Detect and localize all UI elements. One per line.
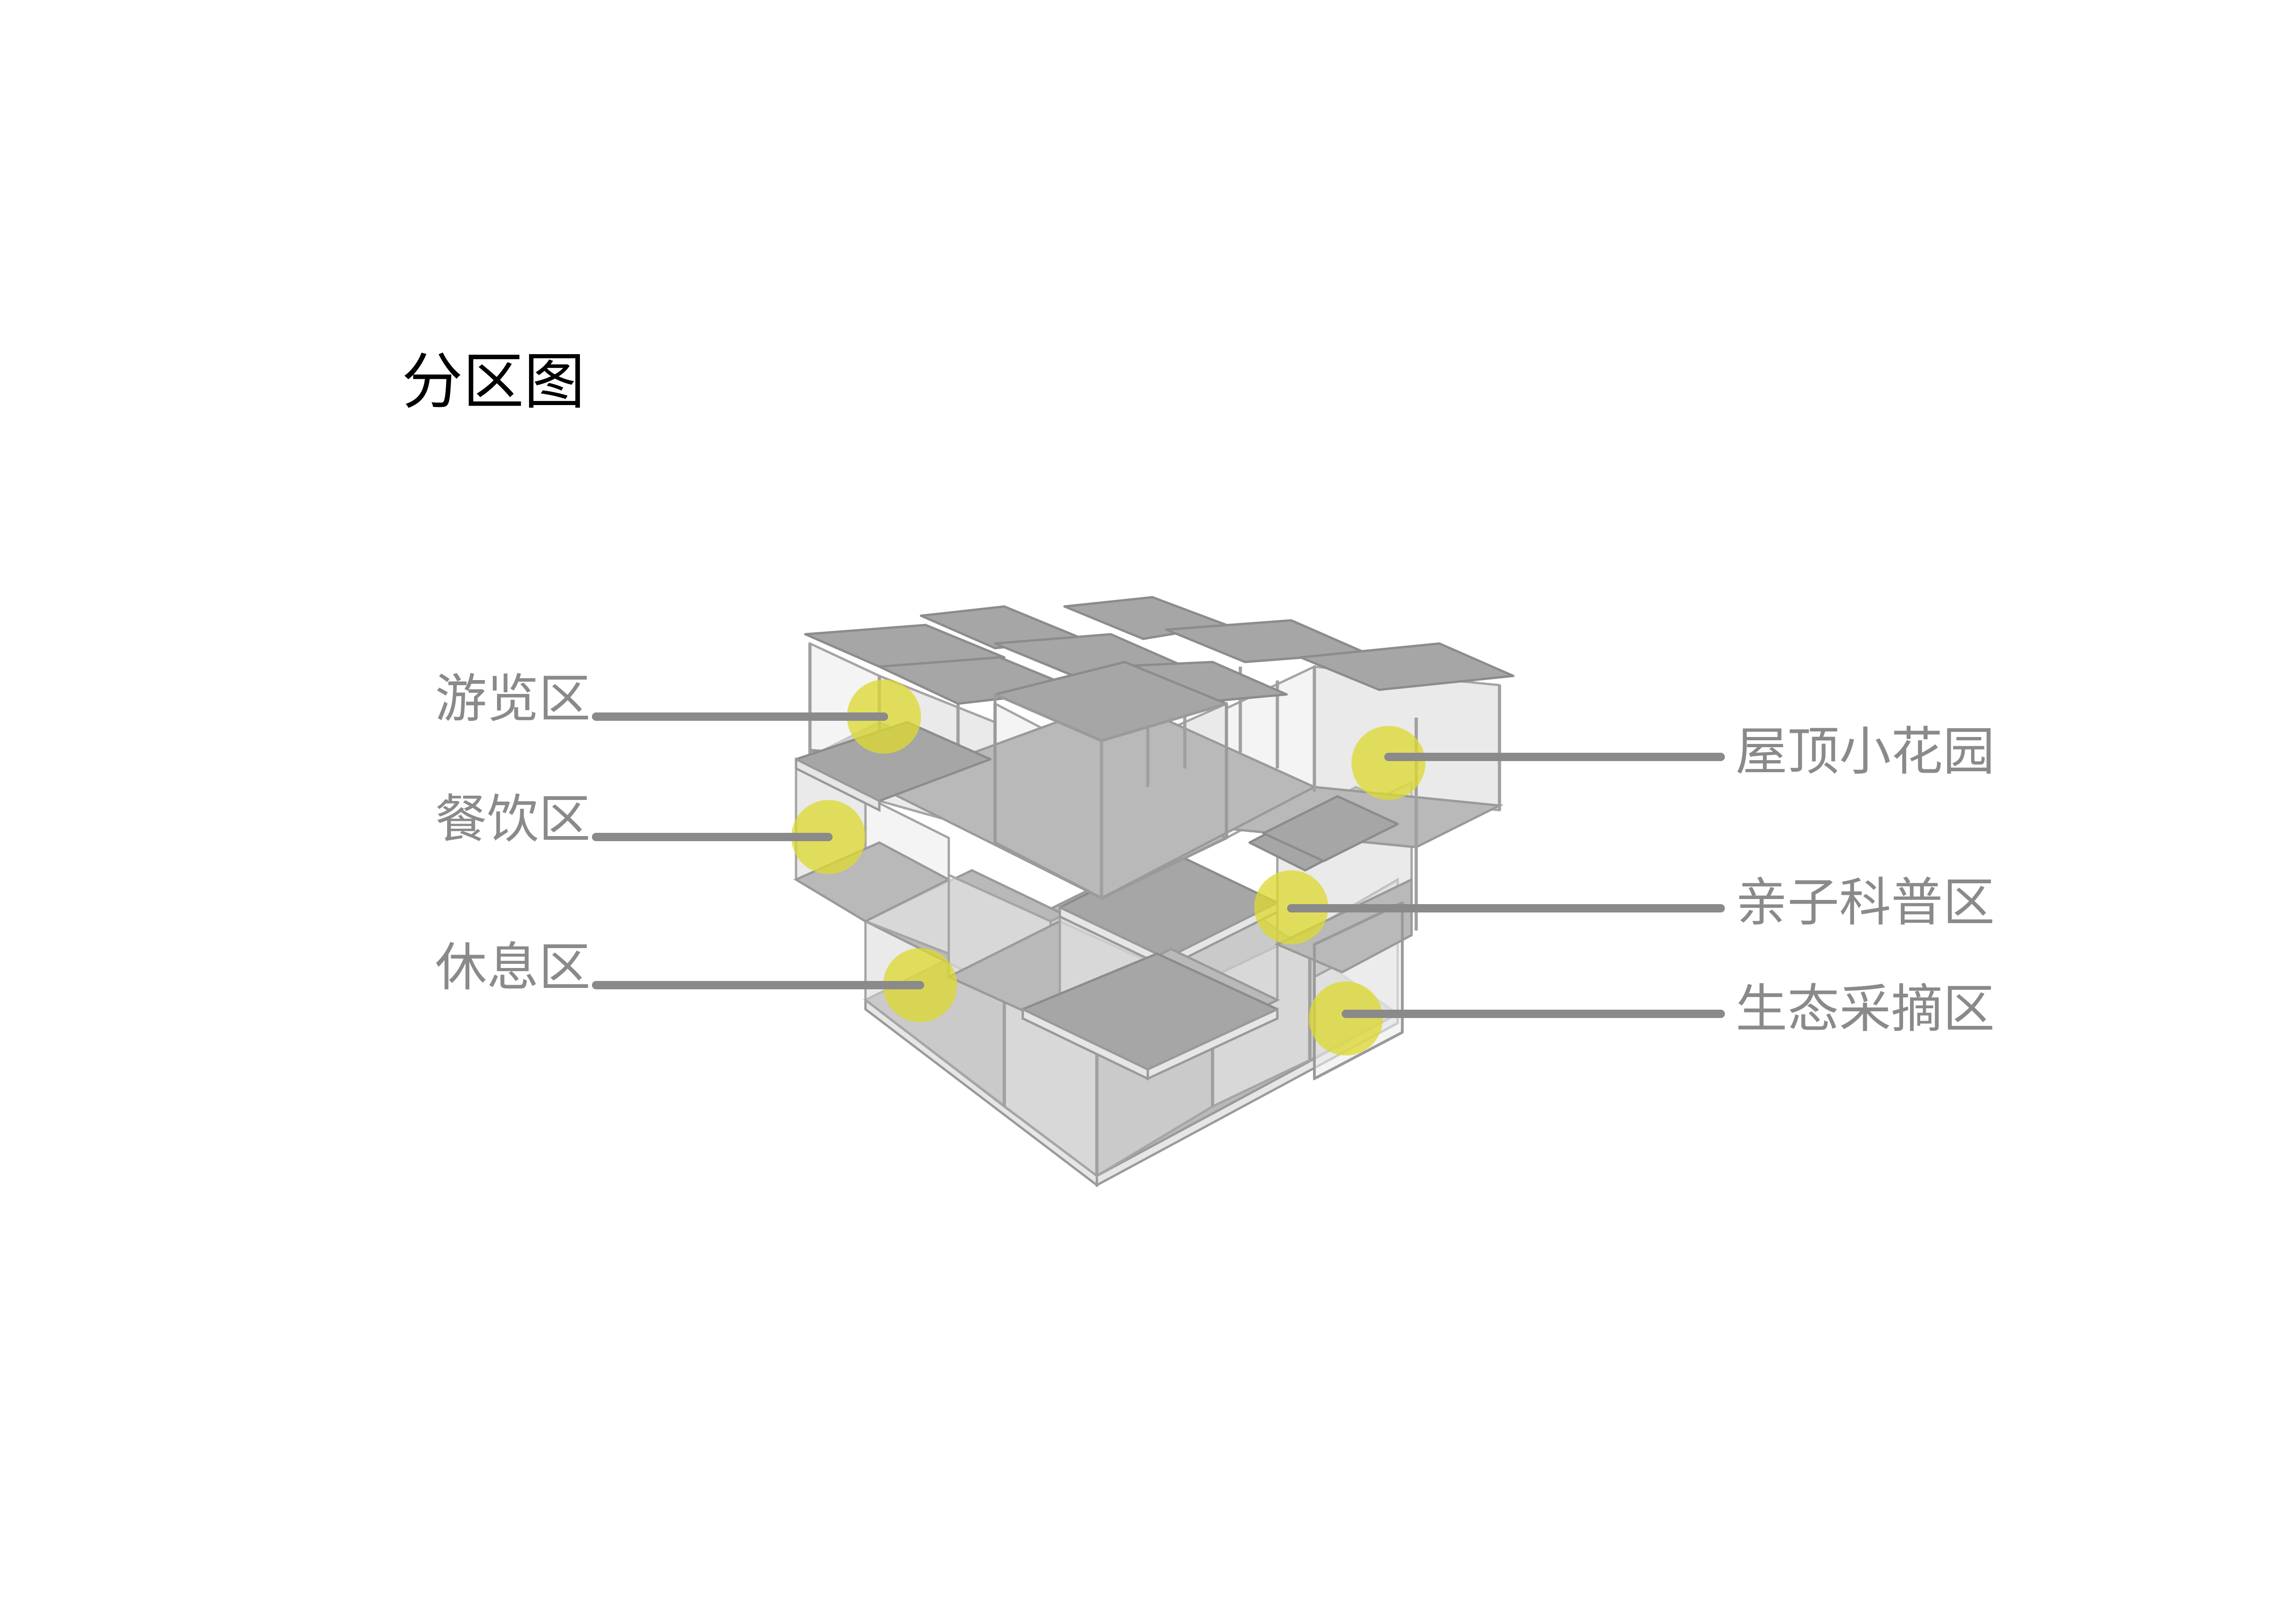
deck-lower-right-edge-b [1146,1007,1279,1081]
marker-roof-garden [1351,726,1425,800]
deck-right-lower [1262,795,1399,862]
zone-label-roof-garden: 屋顶小花园 [1736,722,1995,782]
leader-lines [592,712,1725,1018]
building-model [793,596,1515,1188]
zone-label-eco-picking: 生态采摘区 [1736,979,1995,1039]
zone-label-tour: 游览区 [435,669,591,729]
floor-right-mid [1274,878,1413,974]
roof-deck-8 [1299,642,1515,691]
zone-label-family-science: 亲子科普区 [1736,873,1995,933]
zone-label-rest: 休息区 [435,937,591,998]
zone-labels: 游览区 餐饮区 休息区 屋顶小花园 亲子科普区 生态采摘区 [435,669,1995,1039]
zone-label-dining: 餐饮区 [435,789,591,849]
marker-eco-picking-zone [1309,981,1383,1056]
deck-left-mid-edge [795,757,881,812]
roof-deck-1 [804,624,1006,668]
page-title: 分区图 [402,346,585,418]
